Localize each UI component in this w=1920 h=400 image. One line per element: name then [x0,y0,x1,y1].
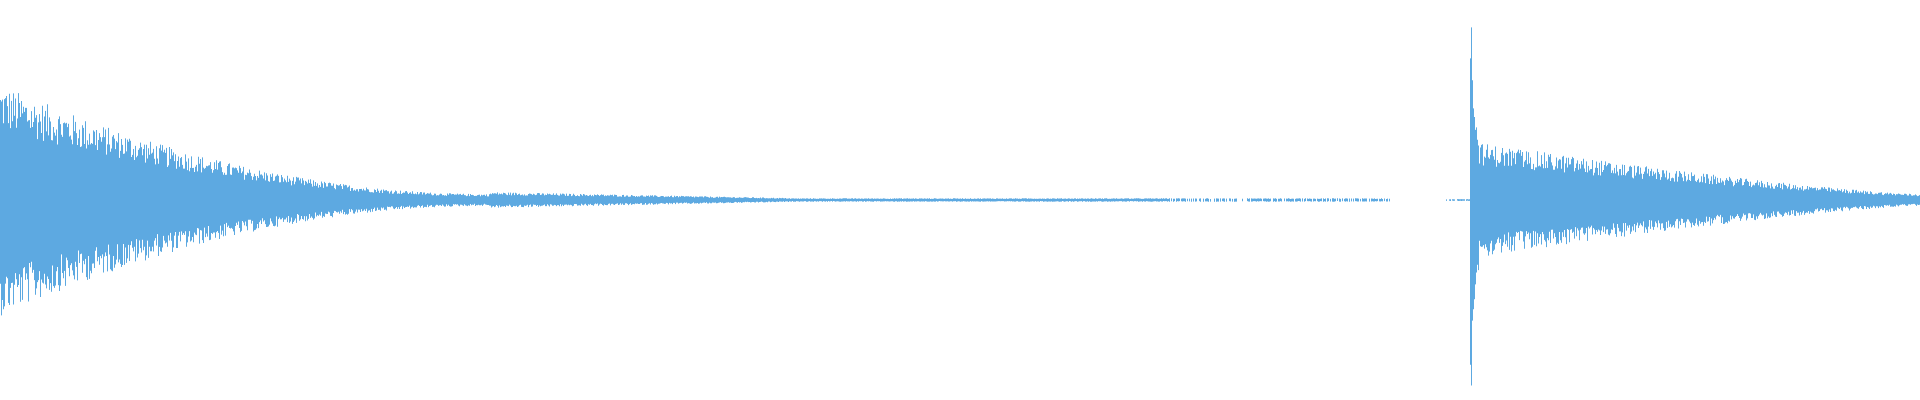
waveform-trace [0,27,1920,386]
waveform-path [0,27,1920,386]
